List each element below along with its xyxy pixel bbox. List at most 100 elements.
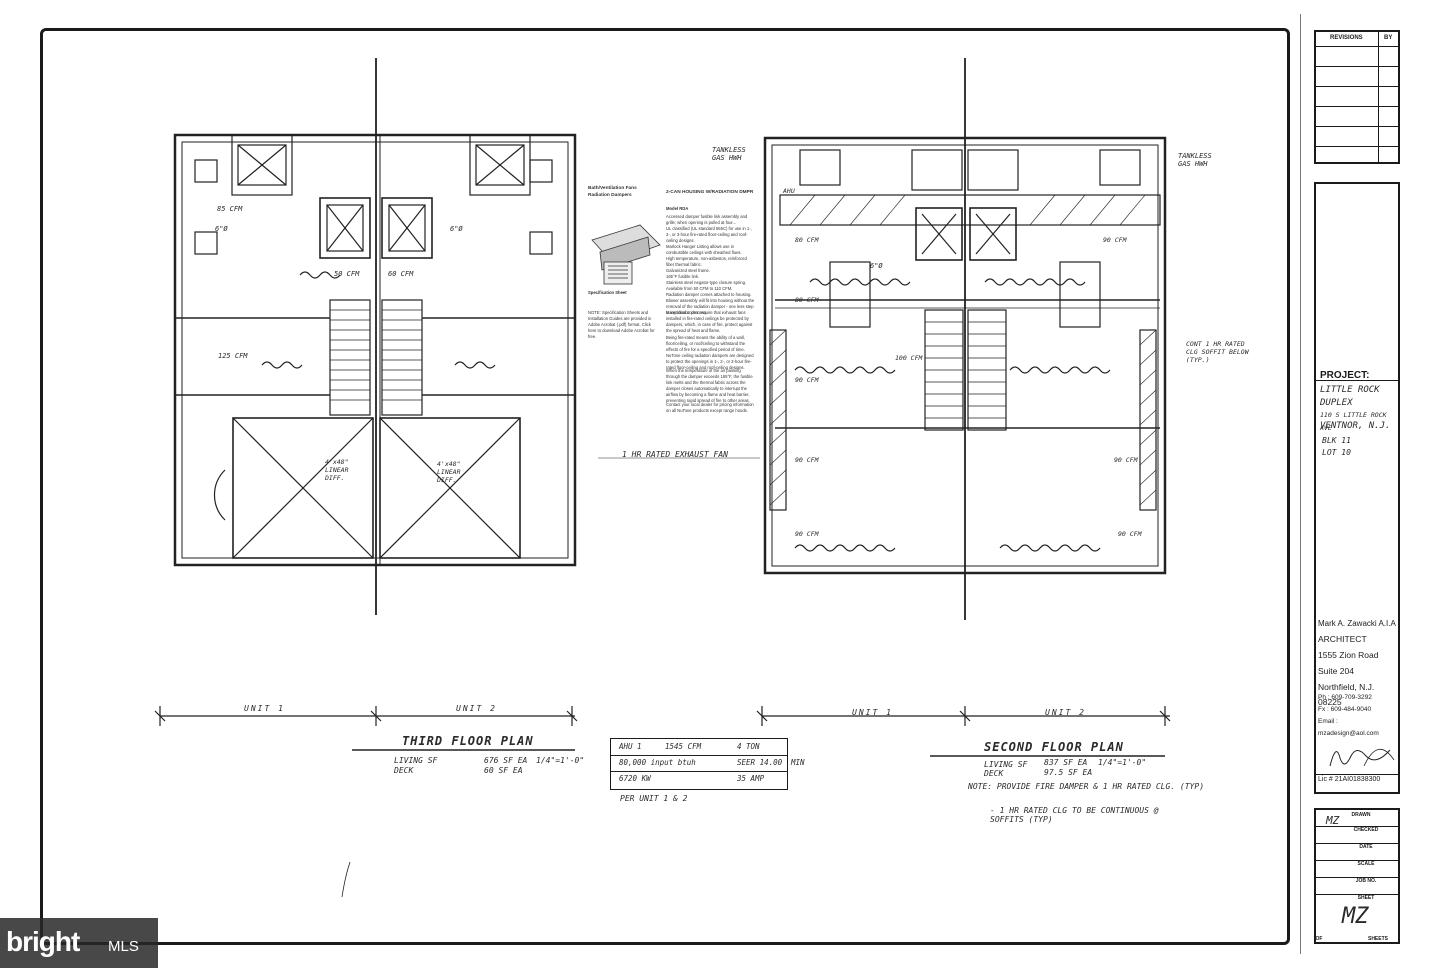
table-cell: 35 AMP: [737, 774, 765, 783]
annotation-duct-size: 6"Ø: [870, 262, 883, 270]
deck-label: DECK: [394, 766, 414, 775]
architect-line: Suite 204: [1318, 666, 1354, 676]
drawn-label: DRAWN: [1351, 812, 1371, 818]
info-row-line: [1316, 860, 1398, 861]
ahu-label: AHU: [783, 187, 795, 195]
architect-line: Mark A. Zawacki A.I.A: [1318, 619, 1396, 628]
revisions-label: REVISIONS: [1330, 35, 1363, 41]
annotation-diffuser: 4'x48" LINEAR DIFF.: [437, 460, 461, 484]
info-row-line: [1316, 877, 1398, 878]
project-line: DUPLEX: [1320, 398, 1353, 408]
contact-line: Fx : 609-484-9040: [1318, 706, 1372, 713]
revisions-header: REVISIONS BY: [1316, 32, 1398, 47]
sheet-border: [40, 28, 1290, 945]
table-cell: 1545 CFM: [665, 742, 702, 751]
license-divider: [1316, 774, 1400, 775]
checked-label: CHECKED: [1353, 827, 1379, 833]
fire-damper-note: NOTE: PROVIDE FIRE DAMPER & 1 HR RATED C…: [968, 782, 1205, 791]
unit-2-label: UNIT 2: [1045, 708, 1086, 717]
job-number-label: JOB NO.: [1355, 878, 1377, 884]
spec-bullet: Available from 50 CFM to 110 CFM.: [666, 286, 733, 291]
living-value: 837 SF EA: [1044, 758, 1088, 767]
annotation-cfm: 90 CFM: [1114, 456, 1138, 464]
spec-bullet: High temperature, non-asbestos, reinforc…: [666, 256, 747, 267]
table-row: AHU 1 1545 CFM 4 TON: [611, 739, 787, 756]
deck-value: 97.5 SF EA: [1044, 768, 1093, 777]
table-cell: AHU 1: [619, 742, 642, 751]
table-cell: SEER 14.00: [737, 758, 783, 767]
soffit-note: - 1 HR RATED CLG TO BE CONTINUOUS @ SOFF…: [990, 806, 1159, 824]
annotation-duct-size: 6"Ø: [215, 225, 228, 233]
third-floor-title: THIRD FLOOR PLAN: [402, 734, 534, 748]
by-label: BY: [1384, 35, 1393, 41]
spec-model: Model RDA: [666, 206, 689, 211]
spec-bullets: Accessed damper fusible link assembly an…: [666, 214, 756, 316]
annotation-cfm: 90 CFM: [1103, 236, 1127, 244]
unit-2-label: UNIT 2: [456, 704, 497, 713]
sheets-label: SHEETS: [1367, 936, 1388, 942]
spec-heading-2: Radiation Dampers: [588, 193, 632, 198]
project-line: VENTNOR, N.J.: [1320, 421, 1391, 431]
exhaust-fan-label: 1 HR RATED EXHAUST FAN: [622, 450, 728, 459]
drawing-info-box: DRAWN MZ CHECKED DATE SCALE JOB NO. SHEE…: [1314, 808, 1400, 944]
spec-bullet: Radiation damper comes attached to housi…: [666, 292, 752, 297]
drawn-value: MZ: [1326, 814, 1340, 827]
living-value: 676 SF EA: [484, 756, 528, 765]
table-cell: 80,000 input btuh: [619, 758, 696, 767]
unit-1-label: UNIT 1: [244, 704, 285, 713]
third-floor-plan: [154, 58, 578, 751]
sheet-label: SHEET: [1357, 895, 1375, 901]
scale-label: SCALE: [1357, 861, 1375, 867]
table-cell: 4 TON: [737, 742, 760, 751]
of-label: OF: [1315, 936, 1323, 942]
watermark-mls: MLS: [108, 938, 139, 955]
living-label: LIVING SF: [394, 756, 438, 765]
annotation-cfm: 90 CFM: [795, 376, 819, 384]
second-floor-plan: [756, 58, 1171, 757]
annotation-cfm: 90 CFM: [1118, 530, 1142, 538]
annotation-cfm: 100 CFM: [895, 354, 923, 362]
continuous-soffit-note: CONT 1 HR RATED CLG SOFFIT BELOW (TYP.): [1186, 340, 1249, 364]
annotation-cfm: 125 CFM: [218, 352, 248, 360]
exhaust-fan-image: [591, 224, 661, 285]
annotation-cfm: 90 CFM: [795, 456, 819, 464]
revisions-row-line: [1316, 86, 1398, 87]
spec-bullet: Galvanized steel frame.: [666, 268, 710, 273]
spec-heading-1: Bath/Ventilation Fans: [588, 186, 637, 191]
revisions-row-line: [1316, 146, 1398, 147]
spec-housing: 2-CAN HOUSING W/RADIATION DMPR: [666, 190, 754, 195]
architect-line: Northfield, N.J. 08225: [1318, 682, 1375, 707]
project-box: PROJECT: LITTLE ROCK DUPLEX 110 S LITTLE…: [1314, 182, 1400, 794]
project-line: LOT 10: [1322, 448, 1351, 457]
second-floor-title: SECOND FLOOR PLAN: [984, 740, 1124, 754]
spec-bullet: Accessed damper fusible link assembly an…: [666, 214, 748, 225]
revisions-row-line: [1316, 126, 1398, 127]
spec-para-3: When the temperature of the air passing …: [666, 368, 753, 403]
deck-label: DECK: [984, 769, 1004, 778]
info-row-line: [1316, 894, 1398, 895]
annotation-duct-size: 6"Ø: [450, 225, 463, 233]
revisions-row-line: [1316, 66, 1398, 67]
scale-value: 1/4"=1'-0": [1098, 758, 1147, 767]
table-cell: 6720 KW: [619, 774, 651, 783]
sheet-value: MZ: [1342, 904, 1369, 929]
architect-seal: [1329, 749, 1395, 767]
revisions-box: REVISIONS BY: [1314, 30, 1400, 164]
spec-para-2: Being fire-rated means the ability of a …: [666, 335, 754, 370]
spec-bullet: Blower assembly will fit into housing wi…: [666, 298, 755, 315]
spec-sheet: Bath/Ventilation Fans Radiation Dampers …: [578, 130, 758, 430]
project-line: 110 S LITTLE ROCK AVE: [1320, 411, 1387, 432]
deck-value: 60 SF EA: [484, 766, 523, 775]
project-divider: [1316, 380, 1400, 381]
spec-label: Specification Sheet: [588, 290, 627, 295]
contact-line: Ph : 609-709-3292: [1318, 694, 1372, 701]
info-row-line: [1316, 843, 1398, 844]
annotation-cfm: 80 CFM: [795, 236, 819, 244]
project-line: BLK 11: [1322, 436, 1351, 445]
date-label: DATE: [1359, 844, 1373, 850]
contact-line: Email : mzadesign@aol.com: [1318, 718, 1379, 737]
annotation-diffuser: 4'x48" LINEAR DIFF.: [325, 458, 349, 482]
unit-1-label: UNIT 1: [852, 708, 893, 717]
table-row: 6720 KW 35 AMP: [611, 771, 787, 787]
